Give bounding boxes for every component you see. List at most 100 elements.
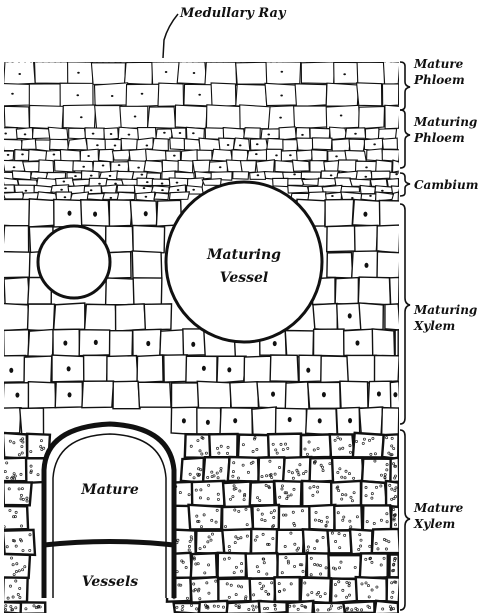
tissue-cell	[377, 225, 400, 253]
cell-nucleus	[9, 368, 13, 373]
cell-nucleus	[165, 71, 168, 73]
tissue-cell	[294, 106, 328, 129]
tissue-cell	[126, 84, 160, 107]
cell-nucleus	[373, 143, 376, 145]
label-mature-phloem-1: Mature	[413, 57, 464, 71]
tissue-cell	[383, 61, 399, 85]
tissue-cell	[0, 408, 21, 433]
tissue-cell	[196, 531, 224, 554]
label-maturing-xylem-2: Xylem	[413, 319, 455, 333]
tissue-cell	[184, 139, 200, 151]
tissue-cell	[285, 331, 313, 358]
tissue-cell	[240, 105, 271, 129]
tissue-cell	[206, 105, 240, 129]
cell-nucleus	[146, 181, 149, 183]
bracket-maturing-xylem	[400, 204, 410, 424]
tissue-cell	[236, 84, 267, 106]
tissue-cell	[50, 139, 69, 150]
cell-nucleus	[114, 183, 117, 185]
tissue-cell	[299, 355, 322, 382]
tissue-cell	[382, 84, 398, 106]
tissue-cell	[250, 139, 268, 150]
cell-nucleus	[273, 341, 277, 346]
tissue-cell	[169, 192, 189, 200]
tissue-cell	[137, 355, 163, 382]
tissue-cell	[3, 139, 23, 150]
cell-nucleus	[15, 392, 19, 397]
tissue-cell	[230, 382, 259, 408]
tissue-cell	[106, 226, 134, 253]
tissue-cell	[353, 433, 384, 458]
tissue-cell	[24, 356, 52, 383]
tissue-cell	[137, 178, 153, 185]
cell-nucleus	[279, 117, 282, 119]
cell-nucleus	[192, 132, 195, 134]
cell-nucleus	[146, 341, 150, 346]
cell-nucleus	[364, 176, 367, 178]
tissue-cell	[275, 577, 300, 601]
tissue-cell	[30, 105, 64, 129]
tissue-cell	[296, 150, 312, 161]
label-mature-vessel-bottom: Vessels	[82, 574, 138, 590]
tissue-cell	[21, 602, 46, 613]
small-maturing-vessel	[38, 226, 110, 298]
tissue-cell	[113, 381, 140, 408]
tissue-cell	[223, 128, 244, 139]
tissue-cell	[312, 150, 328, 161]
tissue-cell	[377, 252, 400, 279]
tissue-cell	[101, 185, 117, 194]
tissue-cell	[363, 505, 392, 531]
tissue-cell	[152, 62, 179, 85]
tissue-cell	[393, 160, 400, 172]
cell-nucleus	[351, 197, 354, 199]
tissue-cell	[267, 138, 284, 149]
tissue-cell	[356, 171, 372, 180]
tissue-cell	[247, 150, 269, 161]
cell-nucleus	[267, 134, 270, 136]
tissue-cell	[355, 225, 378, 252]
tissue-cell	[326, 105, 359, 128]
cell-nucleus	[179, 132, 182, 134]
tissue-cell	[28, 150, 46, 162]
cell-nucleus	[137, 167, 140, 169]
tissue-cell	[148, 107, 176, 128]
tissue-cell	[197, 150, 212, 160]
cell-nucleus	[134, 116, 137, 118]
label-maturing-phloem-2: Phloem	[413, 131, 465, 145]
cell-nucleus	[68, 211, 72, 216]
tissue-cell	[252, 505, 280, 531]
label-maturing-vessel-1: Maturing	[206, 247, 281, 263]
cell-nucleus	[318, 418, 322, 423]
tissue-cell	[382, 150, 399, 162]
tissue-cell	[309, 505, 335, 530]
tissue-cell	[261, 129, 280, 139]
cell-nucleus	[4, 132, 7, 134]
tissue-cell	[349, 139, 365, 151]
tissue-cell	[87, 193, 104, 200]
cell-nucleus	[343, 73, 346, 75]
tissue-cell	[244, 356, 271, 383]
tissue-cell	[301, 62, 335, 84]
cell-nucleus	[7, 154, 10, 156]
tissue-cell	[313, 304, 337, 331]
cell-nucleus	[239, 144, 242, 146]
tissue-cell	[340, 381, 368, 408]
tissue-cell	[186, 356, 217, 382]
tissue-cell	[357, 62, 384, 85]
tissue-cell	[107, 356, 138, 383]
cell-nucleus	[144, 211, 148, 216]
tissue-cell	[16, 128, 33, 139]
tissue-cell	[4, 61, 36, 84]
cell-nucleus	[25, 190, 28, 192]
cell-nucleus	[306, 368, 310, 373]
tissue-cell	[28, 329, 53, 356]
tissue-cell	[212, 149, 233, 161]
cell-nucleus	[395, 173, 398, 175]
cell-nucleus	[102, 164, 105, 166]
tissue-cell	[121, 138, 138, 150]
tissue-cell	[288, 185, 309, 193]
tissue-cell	[395, 330, 398, 357]
cell-nucleus	[275, 154, 278, 156]
tissue-cell	[0, 185, 14, 193]
